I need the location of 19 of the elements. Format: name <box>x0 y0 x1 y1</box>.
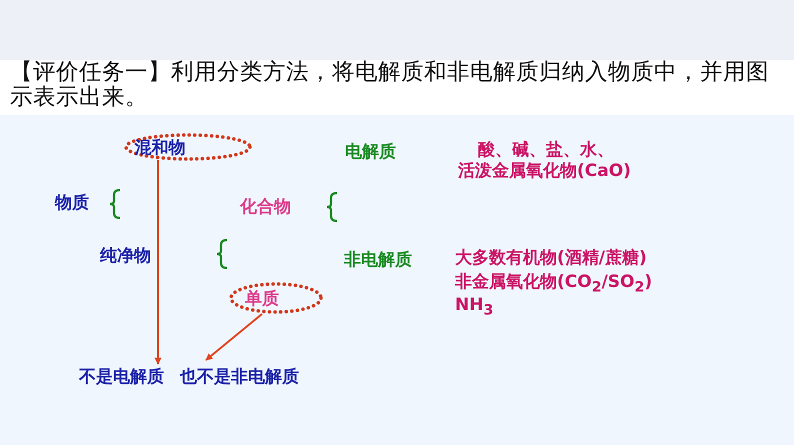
text-label: 物质 <box>55 193 89 213</box>
text-label: 纯净物 <box>100 246 151 266</box>
text-label: 电解质 <box>345 142 396 162</box>
text-label: 酸、碱、盐、水、 <box>478 140 614 160</box>
text-label: 非金属氧化物(CO$_{2}$/SO$_{2}$) <box>455 272 652 298</box>
node-label: 单质 <box>245 288 279 310</box>
text-label: 非电解质 <box>344 250 412 270</box>
text-label: 活泼金属氧化物(CaO) <box>458 161 631 181</box>
arrow <box>205 313 263 361</box>
arrow <box>154 160 162 365</box>
node-label: 混和物 <box>134 136 186 158</box>
node-label: 不是电解质 <box>60 364 164 388</box>
node-label: 也不是非电解质 <box>180 364 320 388</box>
text-label: NH$_{3}$ <box>455 295 494 320</box>
text-label: 化合物 <box>240 197 291 217</box>
title: 【评价任务一】利用分类方法，将电解质和非电解质归纳入物质中，并用图示表示出来。 <box>0 60 794 115</box>
dotted-ellipse <box>229 282 323 314</box>
dotted-ellipse <box>124 133 252 161</box>
text-label: 大多数有机物(酒精/蔗糖) <box>455 248 647 268</box>
